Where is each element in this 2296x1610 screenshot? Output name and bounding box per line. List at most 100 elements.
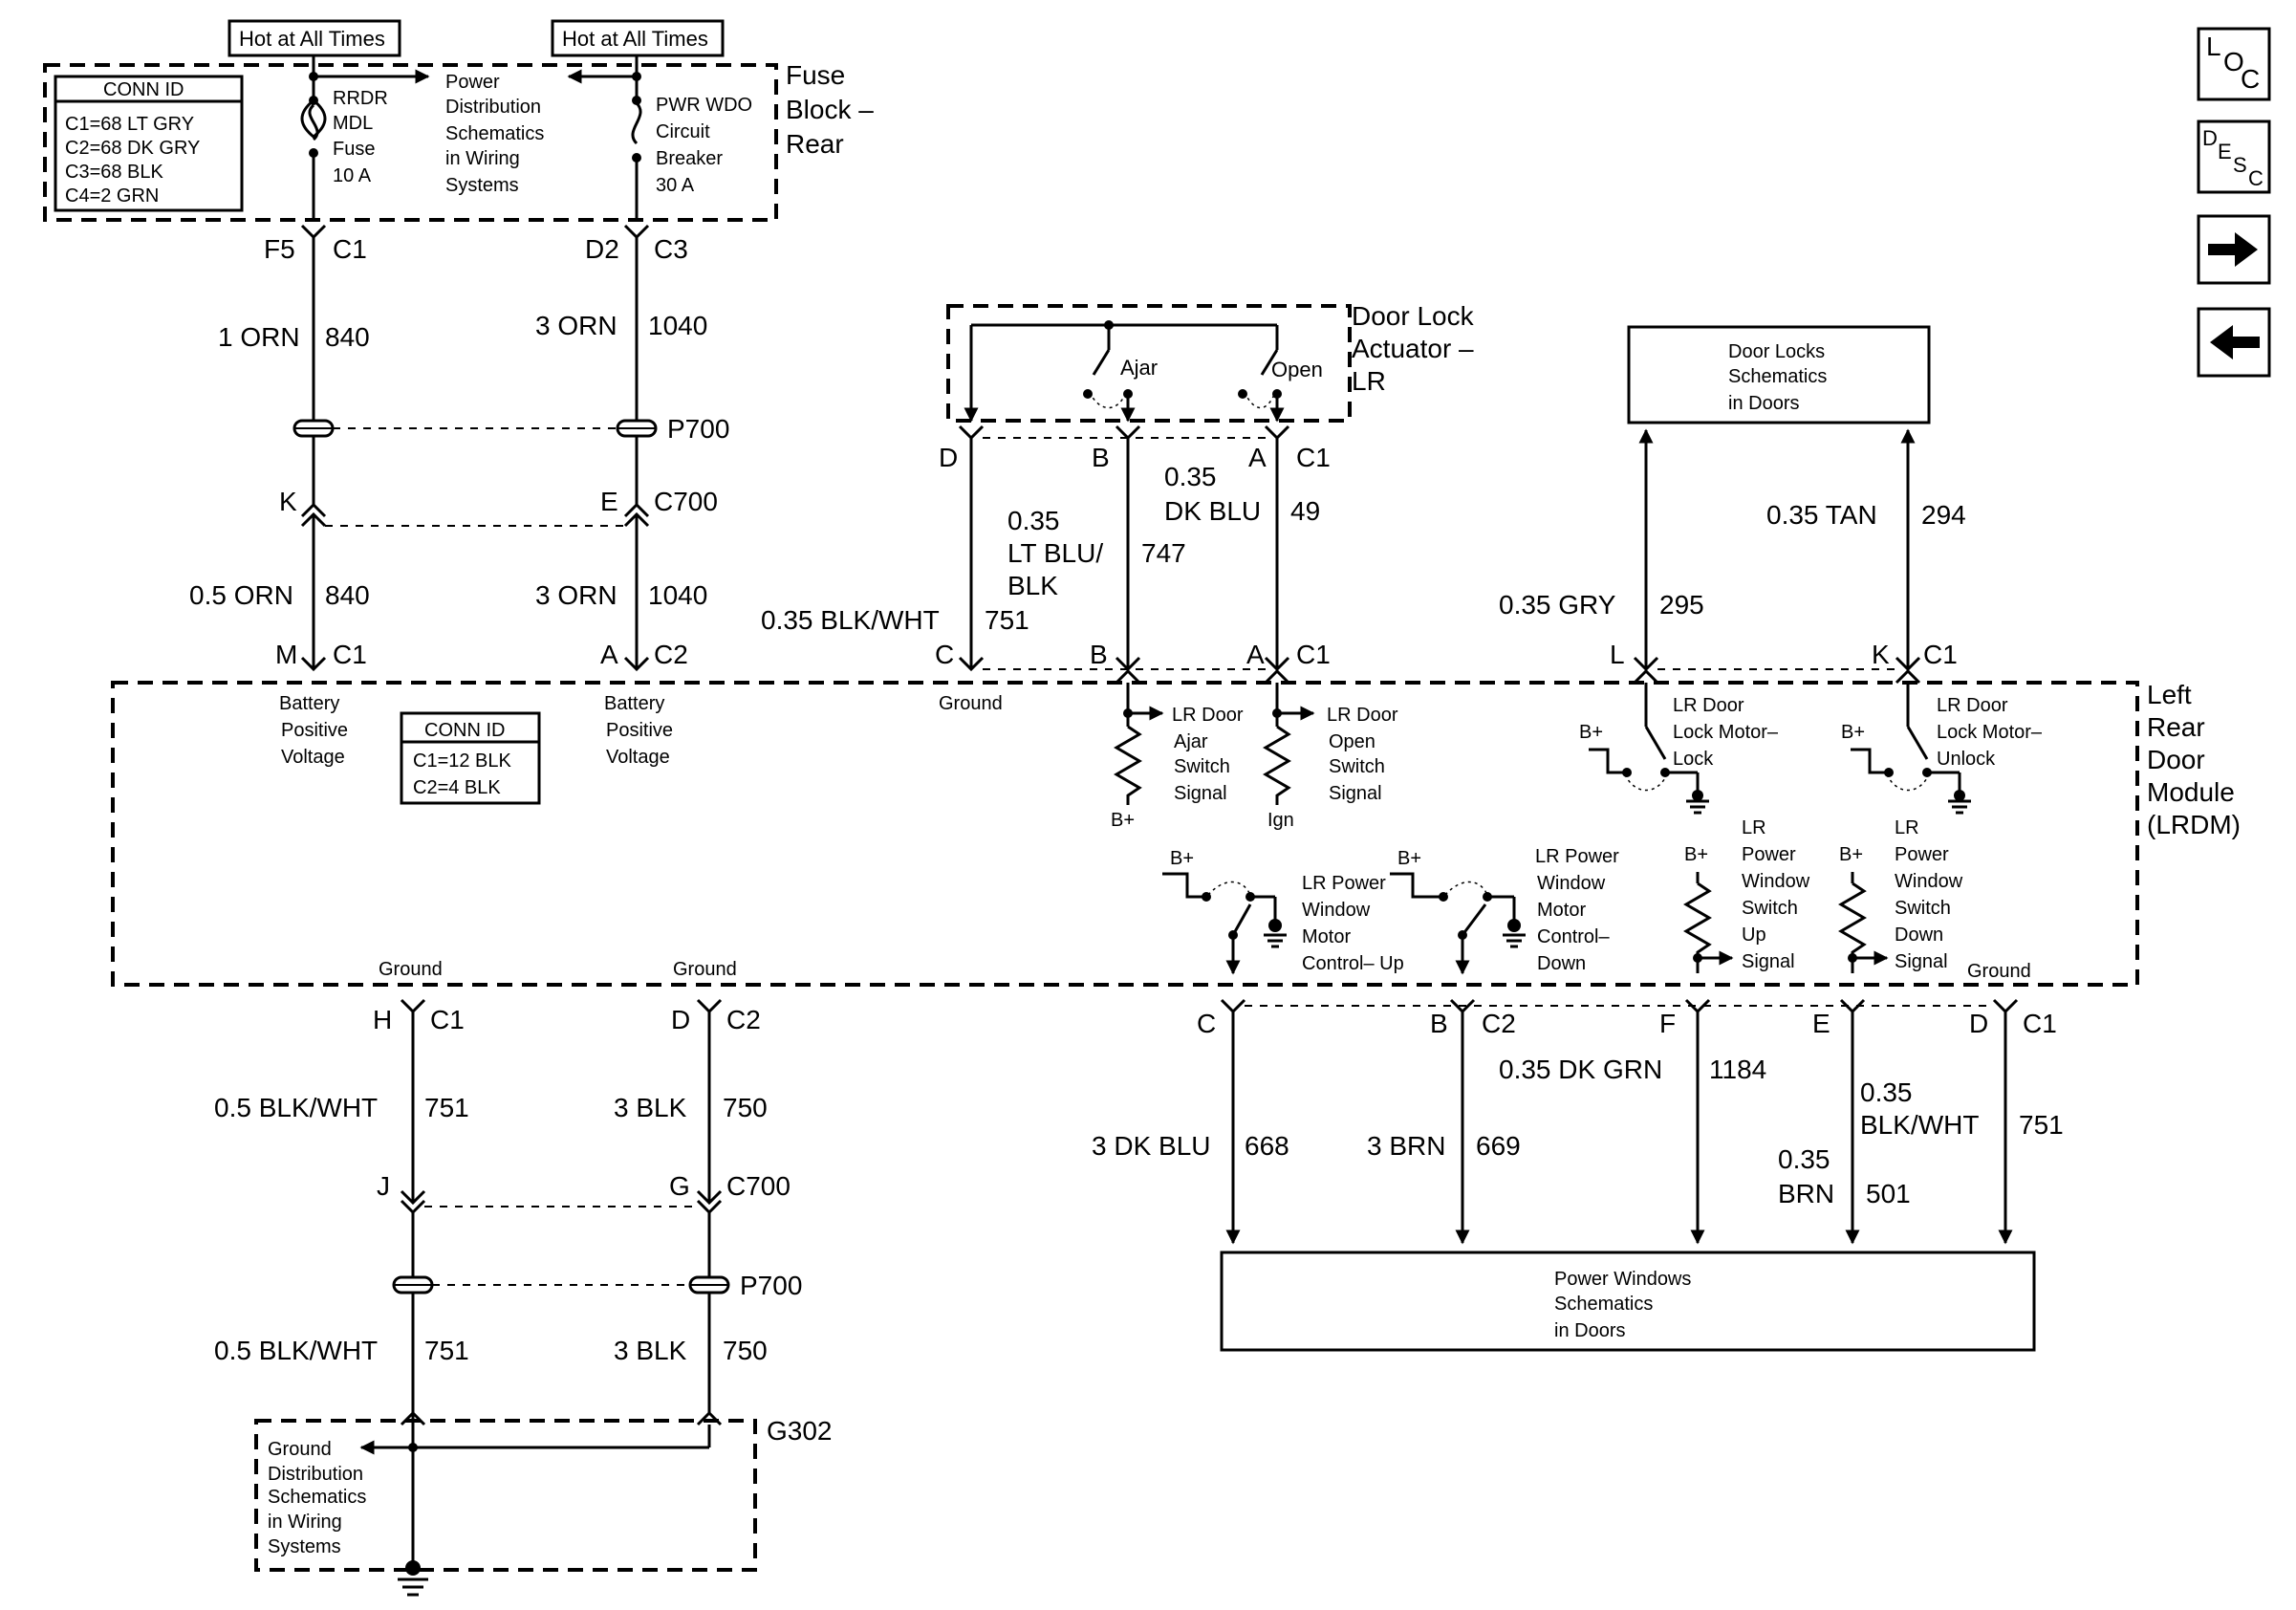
breaker-label: Circuit xyxy=(656,121,710,142)
wire-number: 1040 xyxy=(648,311,707,340)
connector-label: C700 xyxy=(726,1171,791,1201)
lock-motor-label: LR Door xyxy=(1673,695,1744,716)
conn-id-row: C1=68 LT GRY xyxy=(65,114,194,135)
ground-icon xyxy=(1268,919,1282,932)
door-locks-box-label: in Doors xyxy=(1728,393,1799,414)
wire-number: 294 xyxy=(1921,500,1966,530)
connector-label: C1 xyxy=(2023,1009,2057,1038)
connector-label: C1 xyxy=(333,234,367,264)
connector-pin: A xyxy=(1246,640,1265,669)
wire-label: DK BLU xyxy=(1164,496,1261,526)
gds-label: in Wiring xyxy=(268,1512,342,1533)
pw-up-label: Motor xyxy=(1302,926,1351,947)
battery-voltage-label: Voltage xyxy=(281,747,345,768)
location-button[interactable]: L O C xyxy=(2197,27,2271,101)
wire-label: 0.35 GRY xyxy=(1499,590,1616,620)
previous-page-button[interactable] xyxy=(2197,307,2271,378)
module-label: Door xyxy=(2147,745,2205,774)
pw-up-label: LR Power xyxy=(1302,873,1386,894)
pw-down-label: Control– xyxy=(1537,926,1610,947)
connector-pin: E xyxy=(600,487,618,516)
fuse-label: RRDR xyxy=(333,88,388,109)
conn-id-table: CONN ID C1=68 LT GRY C2=68 DK GRY C3=68 … xyxy=(54,75,244,212)
resistor-icon xyxy=(1838,881,1867,973)
wire-label: 0.5 ORN xyxy=(189,580,293,610)
wire-number: 750 xyxy=(723,1336,768,1365)
wire-number: 668 xyxy=(1245,1131,1289,1161)
sw-down-label: LR xyxy=(1895,817,1919,838)
actuator-label: LR xyxy=(1352,366,1386,396)
ajar-signal-label: Switch xyxy=(1174,756,1230,777)
wire-number: 751 xyxy=(985,605,1029,635)
left-arrow-icon xyxy=(2210,325,2260,359)
ground-label: Ground xyxy=(379,959,443,980)
pw-down-label: Down xyxy=(1537,953,1586,974)
wire-label: 0.5 BLK/WHT xyxy=(214,1093,378,1122)
sw-up-label: Power xyxy=(1742,844,1796,865)
conn-id-row: C2=68 DK GRY xyxy=(65,138,200,159)
connector-label: C1 xyxy=(1923,640,1958,669)
connector-label: C2 xyxy=(1482,1009,1516,1038)
pds-label: Power xyxy=(445,72,500,93)
sw-down-label: Switch xyxy=(1895,898,1951,919)
desc-c: C xyxy=(2248,166,2264,190)
wire-label: 3 BRN xyxy=(1367,1131,1445,1161)
fuse-block-label: Rear xyxy=(786,129,844,159)
conn-id-row: C3=68 BLK xyxy=(65,162,164,183)
breaker-label: PWR WDO xyxy=(656,95,752,116)
next-page-button[interactable] xyxy=(2197,214,2271,285)
wire-label: 3 BLK xyxy=(614,1336,687,1365)
ground-icon xyxy=(405,1560,421,1576)
desc-d: D xyxy=(2202,126,2218,150)
wire-label: 0.35 TAN xyxy=(1766,500,1877,530)
conn-id-title: CONN ID xyxy=(103,79,184,100)
pw-up-label: Window xyxy=(1302,900,1371,921)
pw-up-label: Control– Up xyxy=(1302,953,1404,974)
ground-label: Ground xyxy=(939,693,1003,714)
conn-id-row: C2=4 BLK xyxy=(413,777,501,798)
lock-motor-label: Lock xyxy=(1673,749,1714,770)
wire-number: 840 xyxy=(325,580,370,610)
wire-label: 3 ORN xyxy=(535,580,617,610)
module-label: Module xyxy=(2147,777,2235,807)
ajar-signal-label: LR Door xyxy=(1172,705,1244,726)
fuse-block-label: Fuse xyxy=(786,60,845,90)
wire-label: BRN xyxy=(1778,1179,1834,1208)
gds-label: Systems xyxy=(268,1536,341,1557)
fuse-label: 10 A xyxy=(333,165,372,186)
breaker-label: 30 A xyxy=(656,175,695,196)
connector-pin: D2 xyxy=(585,234,619,264)
module-conn-id-table: CONN ID C1=12 BLK C2=4 BLK xyxy=(400,711,541,805)
bplus-label: B+ xyxy=(1684,844,1708,865)
wire-label: 3 ORN xyxy=(535,311,617,340)
sw-down-label: Window xyxy=(1895,871,1963,892)
upper-left-circuits: F5 C1 D2 C3 1 ORN 840 3 ORN 1040 P700 K … xyxy=(189,224,729,672)
connector-pin: H xyxy=(373,1005,392,1034)
left-rear-door-module: Left Rear Door Module (LRDM) Battery Pos… xyxy=(111,668,2241,987)
door-locks-schematics: Door Locks Schematics in Doors 0.35 TAN … xyxy=(1499,325,1966,672)
bplus-label: B+ xyxy=(1841,722,1865,743)
sw-up-label: Signal xyxy=(1742,951,1795,972)
lower-left-ground-circuits: H C1 D C2 0.5 BLK/WHT 751 3 BLK 750 J G … xyxy=(214,998,833,1597)
resistor-icon xyxy=(1263,725,1291,805)
connector-pin: A xyxy=(1248,443,1267,472)
wire-label: LT BLU/ xyxy=(1007,538,1103,568)
sw-up-label: Window xyxy=(1742,871,1810,892)
door-locks-box-label: Schematics xyxy=(1728,366,1827,387)
connector-pin: E xyxy=(1812,1009,1830,1038)
wire-number: 49 xyxy=(1290,496,1320,526)
connector-pin: L xyxy=(1610,640,1625,669)
connector-pin: B xyxy=(1430,1009,1448,1038)
connector-label: C1 xyxy=(333,640,367,669)
power-windows-box-label: Power Windows xyxy=(1554,1269,1691,1290)
module-label: Left xyxy=(2147,680,2192,709)
bplus-label: B+ xyxy=(1111,810,1135,831)
battery-voltage-label: Positive xyxy=(281,720,348,741)
wire-label: 0.5 BLK/WHT xyxy=(214,1336,378,1365)
bplus-label: B+ xyxy=(1839,844,1863,865)
desc-e: E xyxy=(2218,140,2232,163)
sw-down-label: Power xyxy=(1895,844,1949,865)
description-button[interactable]: D E S C xyxy=(2197,120,2271,194)
ground-icon xyxy=(1507,919,1521,932)
g302-ground-box xyxy=(254,1419,757,1572)
